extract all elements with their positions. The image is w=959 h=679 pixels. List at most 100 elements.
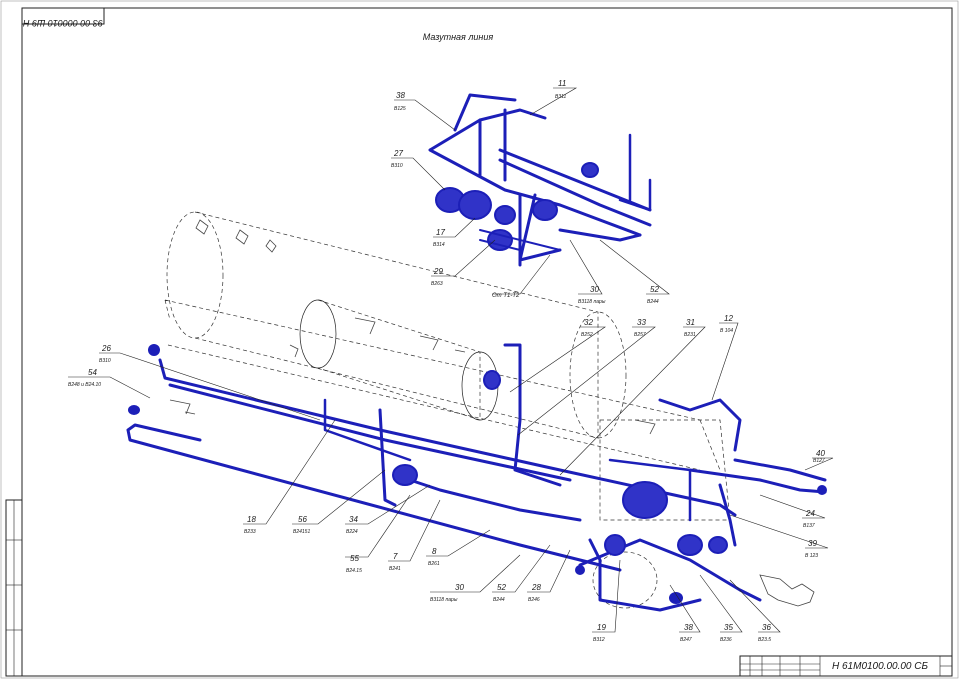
- svg-text:В248 и В24.10: В248 и В24.10: [68, 382, 101, 388]
- svg-text:38: 38: [396, 91, 405, 100]
- svg-text:В236: В236: [720, 637, 732, 643]
- title-block: Н 61М0100.00.00 СБ: [739, 655, 953, 677]
- gray-fittings: [169, 219, 815, 607]
- svg-text:В244: В244: [493, 597, 505, 603]
- svg-text:12: 12: [724, 314, 733, 323]
- svg-text:В23.5: В23.5: [758, 637, 771, 643]
- svg-text:38: 38: [684, 623, 693, 632]
- svg-text:8: 8: [432, 547, 437, 556]
- callout-12: 12 В 104: [720, 314, 733, 334]
- svg-text:В314: В314: [433, 242, 445, 248]
- svg-text:35: 35: [724, 623, 733, 632]
- svg-text:В127: В127: [813, 458, 825, 464]
- svg-text:30: 30: [455, 583, 464, 592]
- svg-text:26: 26: [101, 344, 111, 353]
- svg-text:18: 18: [247, 515, 256, 524]
- callout-39: 39 В 123: [805, 539, 818, 559]
- svg-text:В241: В241: [389, 566, 401, 572]
- svg-text:В261: В261: [428, 561, 440, 567]
- svg-text:55: 55: [350, 554, 359, 563]
- svg-text:В3118 пары: В3118 пары: [430, 597, 458, 603]
- svg-text:В311: В311: [555, 94, 567, 100]
- svg-text:В3118 пары: В3118 пары: [578, 299, 606, 305]
- svg-text:28: 28: [531, 583, 541, 592]
- svg-text:От Т1-Т2: От Т1-Т2: [492, 293, 520, 299]
- svg-text:27: 27: [393, 149, 403, 158]
- svg-text:19: 19: [597, 623, 606, 632]
- svg-text:52: 52: [497, 583, 506, 592]
- svg-text:52: 52: [650, 285, 659, 294]
- svg-text:В24.15: В24.15: [346, 568, 362, 574]
- svg-text:34: 34: [349, 515, 358, 524]
- svg-text:36: 36: [762, 623, 771, 632]
- svg-text:39: 39: [808, 539, 817, 548]
- svg-text:В244: В244: [647, 299, 659, 305]
- svg-text:В257: В257: [634, 332, 646, 338]
- svg-text:В231: В231: [684, 332, 696, 338]
- svg-text:В252: В252: [581, 332, 593, 338]
- svg-text:В125: В125: [394, 106, 406, 112]
- main-pipe-run: [126, 343, 827, 612]
- drawing-frame: [21, 7, 953, 677]
- svg-text:В 104: В 104: [720, 328, 733, 334]
- tank-large: [166, 211, 627, 439]
- svg-text:7: 7: [393, 552, 398, 561]
- svg-text:В246: В246: [528, 597, 540, 603]
- svg-text:40: 40: [816, 449, 825, 458]
- callout-from-note: От Т1-Т2: [492, 293, 520, 299]
- svg-text:В137: В137: [803, 523, 815, 529]
- designation-text: Н 61М0100.00.00 СБ: [832, 661, 929, 672]
- svg-text:29: 29: [433, 267, 443, 276]
- diagram-title: Мазутная линия: [423, 32, 494, 42]
- leader-lines: [68, 87, 834, 633]
- svg-text:В233: В233: [244, 529, 256, 535]
- svg-text:32: 32: [584, 318, 593, 327]
- svg-text:В247: В247: [680, 637, 692, 643]
- left-margin-strip: [5, 499, 23, 677]
- svg-text:30: 30: [590, 285, 599, 294]
- svg-text:54: 54: [88, 368, 97, 377]
- svg-text:В312: В312: [593, 637, 605, 643]
- svg-text:В310: В310: [391, 163, 403, 169]
- svg-text:В310: В310: [99, 358, 111, 364]
- svg-text:56: 56: [298, 515, 307, 524]
- svg-text:17: 17: [436, 228, 445, 237]
- svg-text:В24151: В24151: [293, 529, 310, 535]
- svg-text:В263: В263: [431, 281, 443, 287]
- svg-text:33: 33: [637, 318, 646, 327]
- top-stamp-text: 93 00 000010 Ш9 Н: [23, 18, 103, 28]
- svg-text:В224: В224: [346, 529, 358, 535]
- svg-text:24: 24: [805, 509, 815, 518]
- svg-text:11: 11: [558, 79, 566, 88]
- svg-text:31: 31: [686, 318, 695, 327]
- svg-text:В 123: В 123: [805, 553, 818, 559]
- top-stamp: 93 00 000010 Ш9 Н: [21, 7, 105, 28]
